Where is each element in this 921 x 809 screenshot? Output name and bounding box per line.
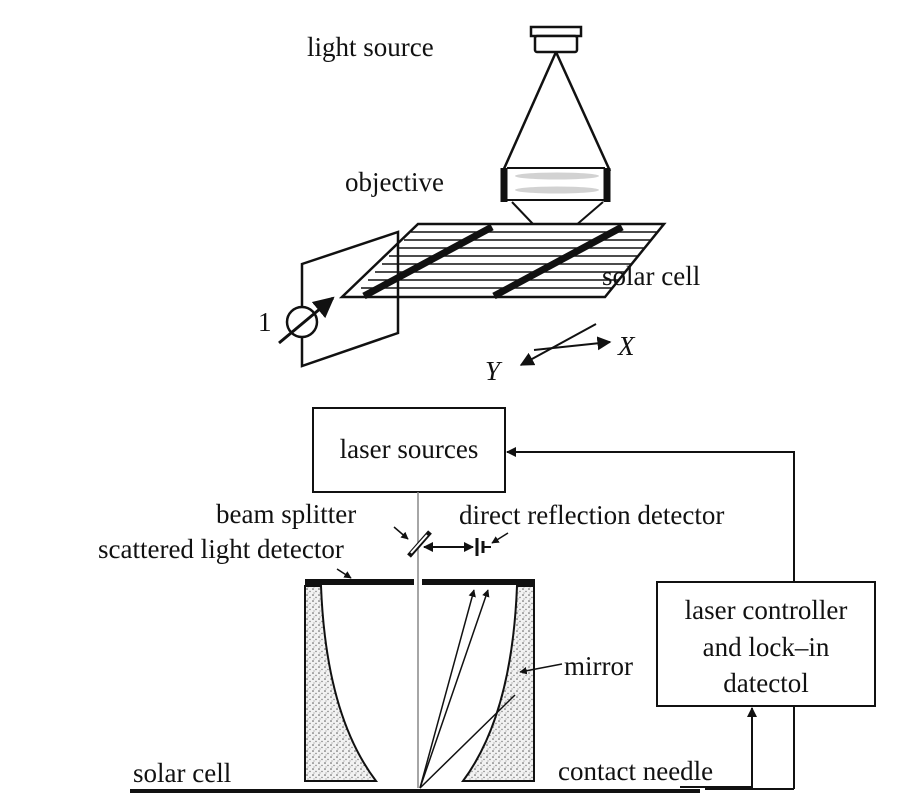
solar-cell-top-label: solar cell xyxy=(602,261,700,291)
top-setup: light source objective xyxy=(258,25,700,386)
objective-label: objective xyxy=(345,167,444,197)
contact-needle-icon xyxy=(680,707,757,788)
beam-splitter-pointer xyxy=(393,526,409,540)
axis-x-label: X xyxy=(617,331,636,361)
laser-controller-line1: laser controller xyxy=(685,595,848,625)
direct-reflection-pointer xyxy=(491,532,509,544)
solar-cell-bottom-label: solar cell xyxy=(133,758,231,788)
solar-cell-grid xyxy=(338,222,667,300)
axis-y-label: Y xyxy=(485,356,503,386)
laser-controller-line3: datectol xyxy=(723,668,808,698)
laser-controller-line2: and lock–in xyxy=(703,632,830,662)
current-meter-frame xyxy=(300,230,400,368)
direct-reflection-detector-label: direct reflection detector xyxy=(459,500,724,530)
scattered-light-detector-label: scattered light detector xyxy=(98,534,344,564)
bottom-setup: laser sources beam splitter direct refle… xyxy=(98,407,876,793)
laser-controller-box xyxy=(656,581,876,707)
light-source-icon xyxy=(529,25,583,54)
light-source-label: light source xyxy=(307,32,434,62)
objective-lens-icon xyxy=(500,167,611,202)
contact-needle-label: contact needle xyxy=(558,756,713,786)
scattered-light-detector-plate xyxy=(305,579,535,585)
light-cone xyxy=(501,51,612,172)
control-line xyxy=(506,447,795,582)
scattered-light-pointer xyxy=(336,568,352,579)
laser-sources-label: laser sources xyxy=(340,434,479,464)
direct-reflection-detector-icon xyxy=(475,538,491,556)
mirror-pointer xyxy=(519,663,563,675)
ammeter-icon xyxy=(278,296,335,345)
meter-number-label: 1 xyxy=(258,307,272,337)
xy-axes xyxy=(519,323,612,366)
mirror-label: mirror xyxy=(564,651,633,681)
mirror-left xyxy=(304,585,379,782)
scattered-rays xyxy=(419,589,516,789)
laser-sources-box xyxy=(312,407,506,493)
beam-splitter-label: beam splitter xyxy=(216,499,356,529)
beam-splitter-icon xyxy=(407,530,432,558)
mirror-right xyxy=(461,585,535,782)
